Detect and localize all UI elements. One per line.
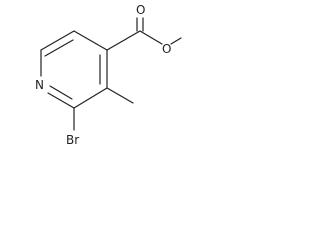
chemical-structure-diagram: N Br O O [35, 3, 182, 147]
bond-c5-c4 [40, 30, 75, 51]
nitrogen-label: N [35, 78, 44, 92]
carbonyl-oxygen-label: O [136, 3, 145, 17]
bond-c2-cn-inner [49, 85, 73, 100]
bond-c5-c4-inner [44, 39, 74, 57]
bond-c4-c3 [73, 30, 108, 51]
bond-carbon-ester-oxygen [139, 30, 163, 45]
bond-c3m-c2 [73, 87, 108, 109]
bond-ester-oxygen-methyl [170, 37, 182, 45]
ester-oxygen-label: O [162, 42, 171, 56]
bond-ring-methyl [106, 87, 134, 104]
bond-ring-carbonyl-carbon [106, 30, 141, 51]
bromine-label: Br [66, 133, 79, 147]
bond-c2-cn [47, 92, 75, 109]
